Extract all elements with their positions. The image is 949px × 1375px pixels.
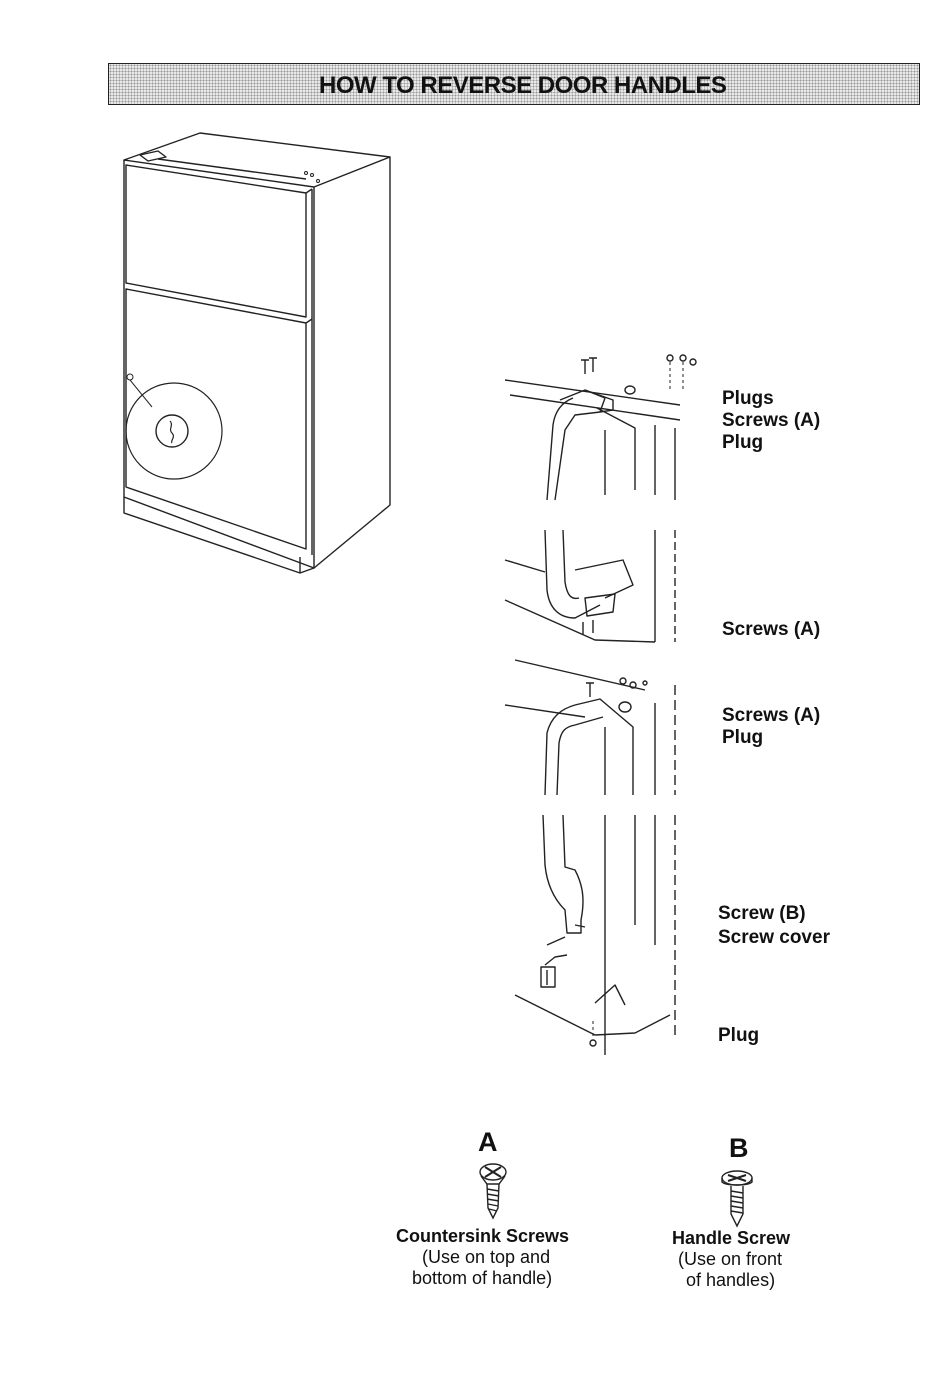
legend-desc-b-2: of handles) (686, 1270, 775, 1291)
title-bar: HOW TO REVERSE DOOR HANDLES (108, 63, 920, 105)
countersink-screw-icon (476, 1162, 510, 1220)
legend-letter-b: B (729, 1133, 749, 1164)
handle-screw-icon (718, 1168, 756, 1228)
label-plug-bottom: Plug (718, 1025, 759, 1047)
page-title: HOW TO REVERSE DOOR HANDLES (319, 72, 726, 100)
legend-desc-a-1: (Use on top and (422, 1247, 550, 1268)
label-plug-reversed: Plug (722, 727, 763, 749)
label-plugs: Plugs (722, 388, 774, 410)
label-screws-a-reversed: Screws (A) (722, 705, 820, 727)
legend-title-a: Countersink Screws (396, 1226, 569, 1247)
legend-letter-a: A (478, 1127, 498, 1158)
refrigerator-icon (110, 125, 410, 585)
legend-title-b: Handle Screw (672, 1228, 790, 1249)
label-screws-a: Screws (A) (722, 410, 820, 432)
handle-installed-icon (505, 655, 705, 1055)
label-plug: Plug (722, 432, 763, 454)
handle-removal-icon (505, 350, 705, 660)
legend-desc-a-2: bottom of handle) (412, 1268, 552, 1289)
label-screws-a-lower: Screws (A) (722, 619, 820, 641)
label-screw-b: Screw (B) (718, 903, 806, 925)
legend-desc-b-1: (Use on front (678, 1249, 782, 1270)
label-screw-cover: Screw cover (718, 927, 830, 949)
